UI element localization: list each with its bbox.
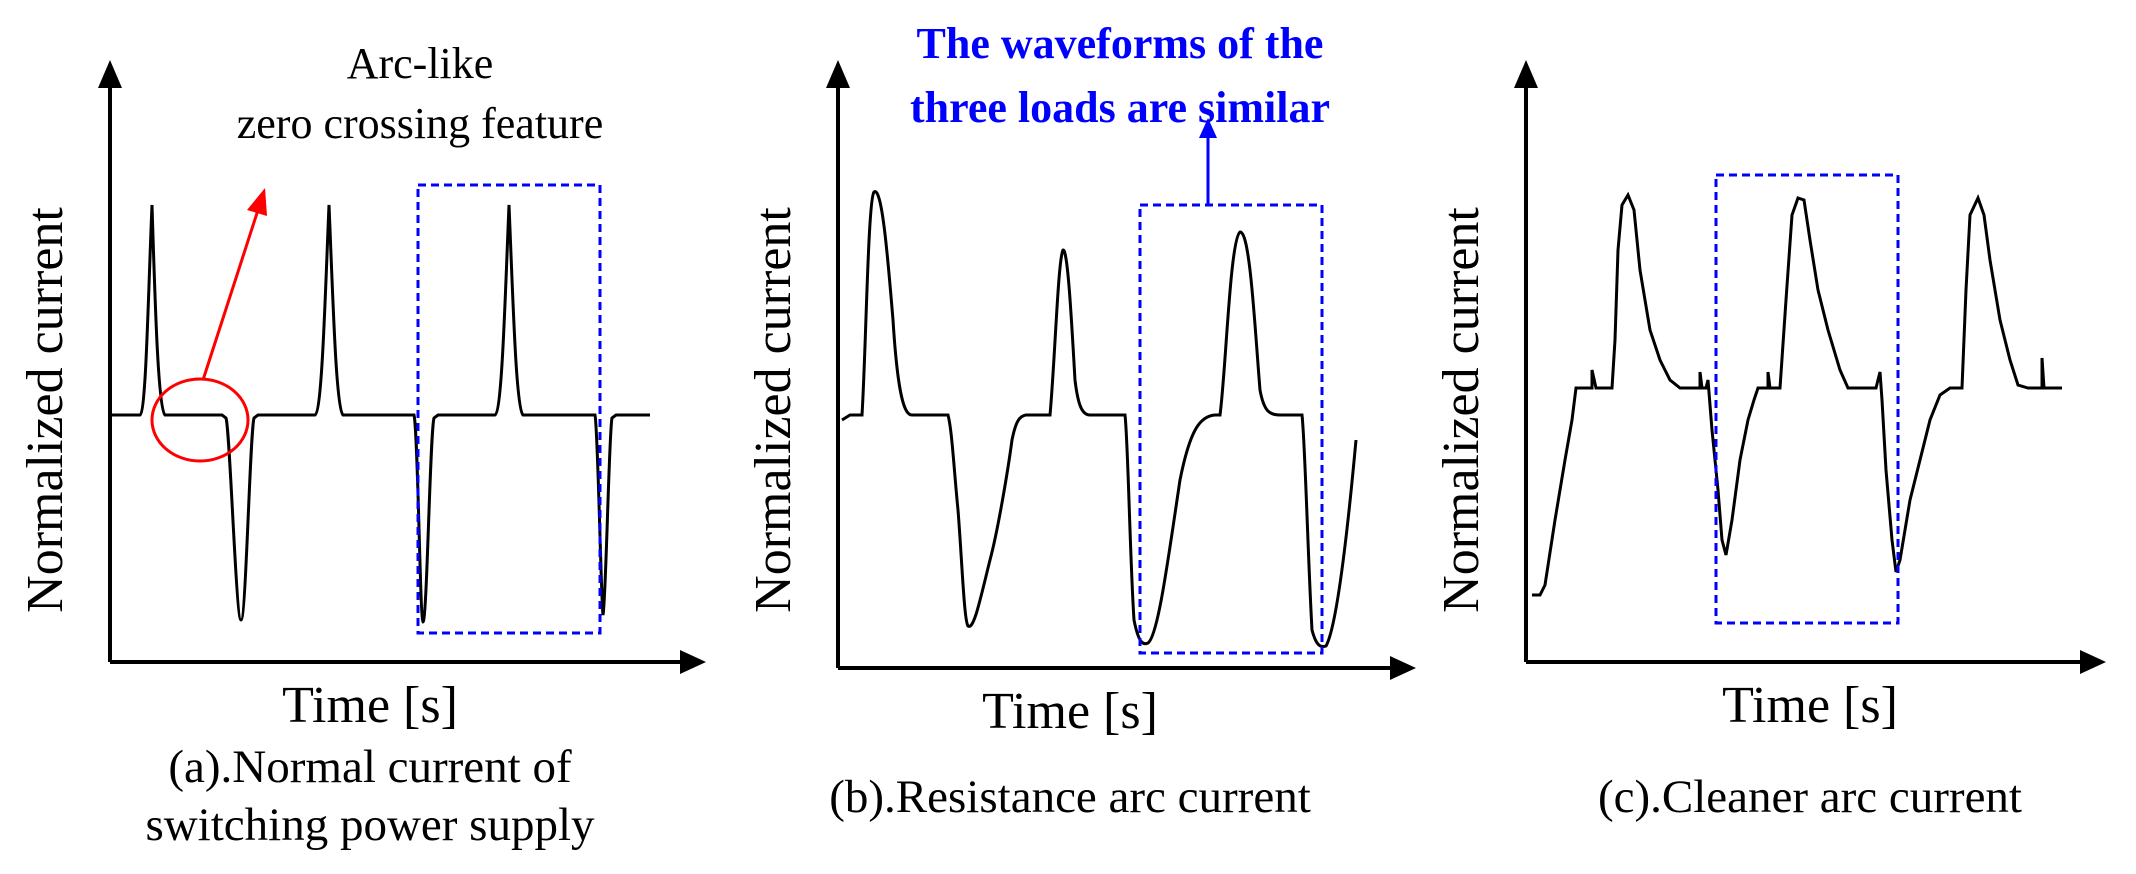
panel-b-x-arrowhead bbox=[1390, 656, 1416, 680]
panel-a-annotation-line-1: Arc-like bbox=[347, 39, 494, 88]
panel-c: Normalized current Time [s] (c).Cleaner … bbox=[1433, 60, 2106, 823]
panel-b: Normalized current Time [s] (b).Resistan… bbox=[745, 19, 1416, 823]
panel-b-blue-arrowhead bbox=[1199, 118, 1217, 138]
panel-a-axes bbox=[108, 70, 690, 664]
panel-a: Normalized current Time [s] (a).Normal c… bbox=[17, 39, 706, 851]
panel-c-axes bbox=[1524, 70, 2090, 664]
panel-b-x-axis-label: Time [s] bbox=[982, 683, 1158, 740]
panel-c-waveform bbox=[1532, 191, 2062, 597]
panel-a-y-arrowhead bbox=[98, 60, 122, 88]
panel-b-waveform bbox=[841, 190, 1358, 649]
panel-a-x-axis-label: Time [s] bbox=[282, 677, 458, 734]
panel-b-highlight-box bbox=[1138, 203, 1324, 655]
panel-c-highlight-box bbox=[1714, 173, 1900, 625]
panel-b-note-line-1: The waveforms of the bbox=[917, 19, 1324, 68]
panel-a-x-arrowhead bbox=[680, 650, 706, 674]
panel-a-red-arrow bbox=[201, 209, 260, 381]
panel-b-y-arrowhead bbox=[826, 60, 850, 88]
panel-c-x-arrowhead bbox=[2080, 650, 2106, 674]
panel-c-y-axis-label: Normalized current bbox=[1433, 207, 1490, 613]
panel-c-y-arrowhead bbox=[1514, 60, 1538, 88]
panel-c-x-axis-label: Time [s] bbox=[1722, 677, 1898, 734]
panel-a-waveform bbox=[112, 204, 650, 624]
panel-a-zero-crossing-circle bbox=[150, 377, 250, 463]
panel-b-axes bbox=[836, 70, 1400, 670]
panel-a-annotation-line-2: zero crossing feature bbox=[237, 99, 603, 148]
panel-a-caption-line-2: switching power supply bbox=[145, 799, 595, 851]
panel-b-y-axis-label: Normalized current bbox=[745, 207, 802, 613]
panel-c-caption: (c).Cleaner arc current bbox=[1598, 771, 2022, 823]
panel-b-note-line-2: three loads are similar bbox=[910, 83, 1330, 132]
panel-a-y-axis-label: Normalized current bbox=[17, 207, 74, 613]
panel-b-caption: (b).Resistance arc current bbox=[829, 771, 1311, 823]
panel-a-red-arrowhead bbox=[247, 188, 267, 216]
panel-a-caption-line-1: (a).Normal current of bbox=[168, 741, 572, 793]
panel-a-highlight-box bbox=[416, 183, 602, 635]
